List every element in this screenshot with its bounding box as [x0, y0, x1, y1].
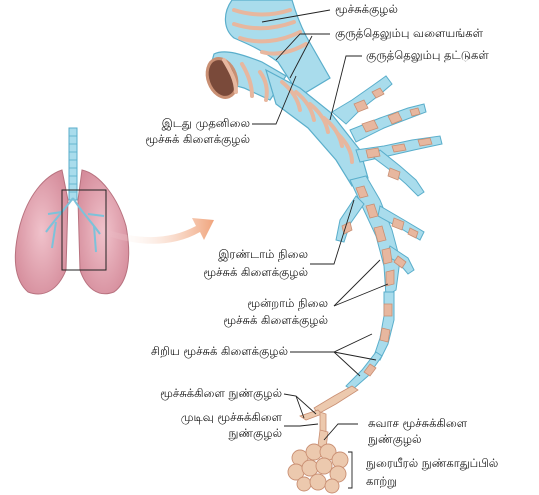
label-respiratory-bronchiole-line2: நுண்குழல் [368, 432, 422, 447]
terminal-bronchiole [320, 412, 326, 432]
primary-bronchus [266, 70, 368, 186]
label-tertiary-bronchus-line2: மூச்சுக் கிளைக்குழல் [178, 313, 328, 328]
label-respiratory-bronchiole-line1: சுவாச மூச்சுக்கிளை [368, 416, 467, 431]
label-trachea: மூச்சுக்குழல் [335, 2, 398, 17]
leader-terminal-bronchiole [284, 424, 318, 426]
label-primary-bronchus-line2: மூச்சுக் கிளைக்குழல் [120, 132, 250, 147]
label-terminal-bronchiole-line1: முடிவு மூச்சுக்கிளை [128, 410, 282, 425]
alveolar-sac [288, 444, 348, 493]
branch-left-mid [336, 196, 364, 242]
bronchiole [314, 386, 358, 414]
leader-tertiary-1 [334, 260, 380, 306]
label-alveolar-sac-line2: காற்று [366, 474, 397, 489]
label-cartilage-plates: குருத்தெலும்பு தட்டுகள் [366, 48, 489, 63]
right-lung [78, 170, 129, 294]
leader-respiratory-bronchiole [324, 424, 358, 440]
left-lung [15, 170, 68, 294]
lungs-illustration [15, 128, 128, 294]
label-primary-bronchus-line1: இடது முதனிலை [140, 116, 250, 131]
label-bronchiole: மூச்சுக்கிளை நுண்குழல் [108, 386, 282, 401]
label-small-bronchus: சிறிய மூச்சுக் கிளைக்குழல் [88, 344, 288, 359]
label-terminal-bronchiole-line2: நுண்குழல் [148, 426, 282, 441]
small-trachea [69, 128, 77, 200]
label-cartilage-rings: குருத்தெலும்பு வளையங்கள் [335, 26, 483, 41]
label-tertiary-bronchus-line1: மூன்றாம் நிலை [178, 296, 328, 311]
leader-bronchiole [284, 394, 316, 414]
label-secondary-bronchus-line2: மூச்சுக் கிளைக்குழல் [168, 265, 308, 280]
label-secondary-bronchus-line1: இரண்டாம் நிலை [178, 247, 308, 262]
leader-alveolar-sac [348, 452, 352, 488]
tertiary-bronchus [374, 292, 394, 360]
leader-small-bronchus-3 [334, 352, 360, 376]
leader-small-bronchus-2 [334, 352, 376, 360]
bronchioles [300, 386, 358, 448]
leader-small-bronchus [290, 334, 372, 352]
leader-tertiary-2 [334, 284, 388, 306]
label-alveolar-sac-line1: நுரையீரல் நுண்காதுப்பில் [366, 456, 498, 471]
